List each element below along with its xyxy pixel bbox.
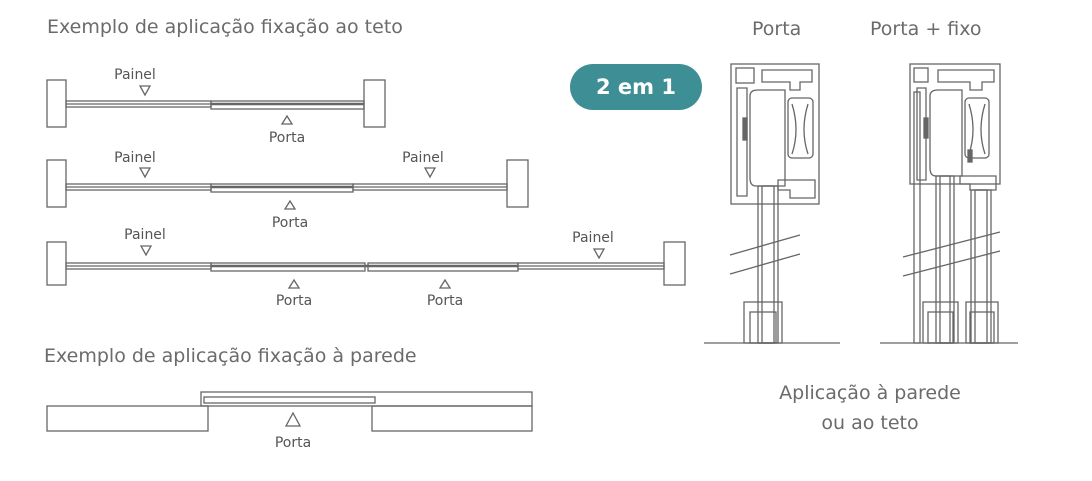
wall-end-right	[506, 159, 529, 208]
profile-section-door-fixed	[880, 63, 1018, 344]
panel-marker	[592, 248, 606, 260]
label-panel: Painel	[402, 150, 444, 166]
heading-wall-mount: Exemplo de aplicação fixação à parede	[44, 345, 417, 367]
application-caption: Aplicação à parede ou ao teto	[740, 378, 1000, 438]
label-door: Porta	[269, 130, 305, 146]
wall-end-left	[46, 241, 67, 286]
label-panel: Painel	[572, 230, 614, 246]
label-door: Porta	[272, 215, 308, 231]
profile-title-door-fixed: Porta + fixo	[870, 18, 982, 40]
layout-row-2	[46, 159, 529, 210]
two-in-one-badge: 2 em 1	[570, 64, 702, 110]
door-marker	[283, 199, 297, 210]
panel-marker	[138, 85, 152, 97]
layout-wall-mount	[46, 391, 533, 432]
label-panel: Painel	[114, 150, 156, 166]
label-panel: Painel	[124, 227, 166, 243]
wall-end-left	[46, 79, 67, 128]
layout-row-3	[46, 241, 686, 289]
profile-title-door: Porta	[752, 18, 802, 40]
panel-marker	[423, 167, 437, 179]
wall-end-right	[663, 241, 686, 286]
label-panel: Painel	[114, 67, 156, 83]
door-leaf	[203, 396, 376, 404]
label-door: Porta	[275, 435, 311, 451]
panel-marker	[138, 167, 152, 179]
wall-right	[371, 405, 533, 432]
door-marker	[438, 278, 452, 289]
wall-end-left	[46, 159, 67, 208]
label-door: Porta	[427, 293, 463, 309]
heading-ceiling-mount: Exemplo de aplicação fixação ao teto	[47, 16, 403, 38]
caption-line-2: ou ao teto	[821, 412, 919, 434]
wall-rail	[200, 391, 533, 407]
door-marker	[287, 278, 301, 289]
wall-left	[46, 405, 209, 432]
door-marker	[280, 114, 294, 125]
layout-row-1	[46, 79, 386, 128]
caption-line-1: Aplicação à parede	[779, 382, 961, 404]
panel-marker	[139, 245, 153, 257]
wall-end-right	[363, 79, 386, 128]
label-door: Porta	[276, 293, 312, 309]
profile-section-door	[704, 63, 840, 344]
door-marker	[284, 411, 302, 427]
